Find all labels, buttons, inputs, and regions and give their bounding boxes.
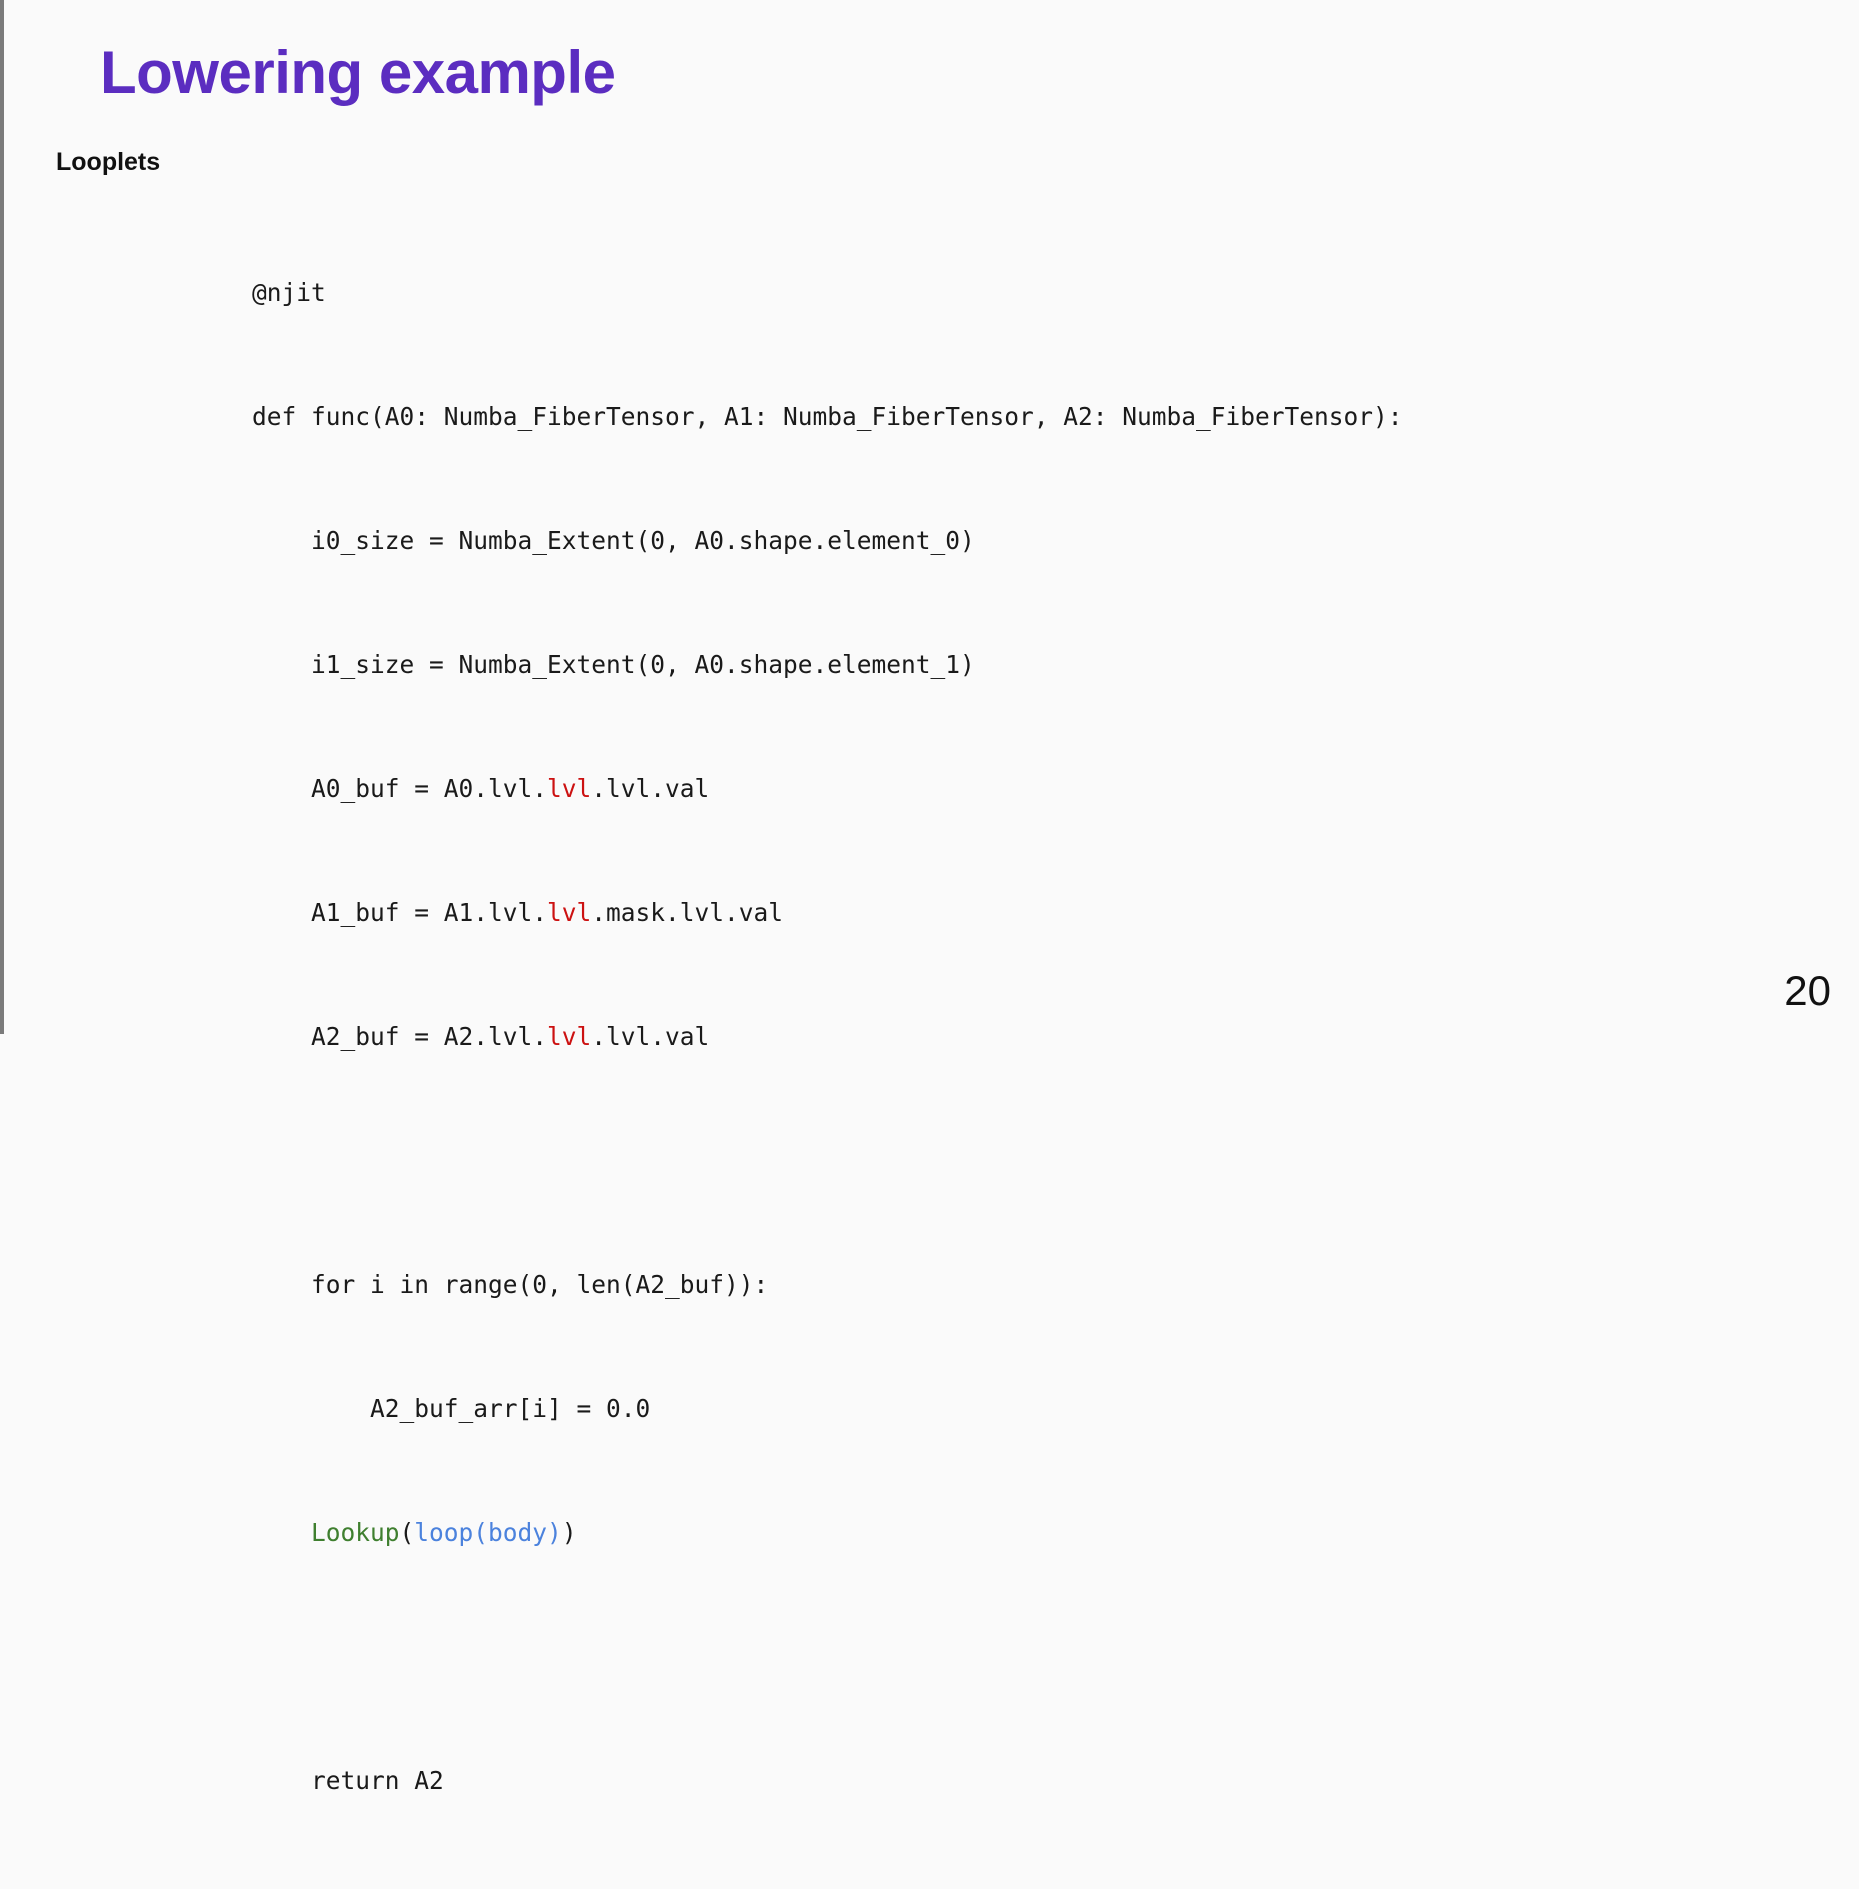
code-text: @njit [252,278,326,307]
code-line-i1-size: i1_size = Numba_Extent(0, A0.shape.eleme… [252,649,1403,680]
code-text: A0_buf = A0.lvl. [252,774,548,803]
code-text: i1_size = Numba_Extent(0, A0.shape.eleme… [252,650,975,679]
code-text: ( [399,1518,415,1547]
code-text: def func(A0: Numba_FiberTensor, A1: Numb… [252,402,1403,431]
code-line-for-loop: for i in range(0, len(A2_buf)): [252,1269,1403,1300]
code-line-i0-size: i0_size = Numba_Extent(0, A0.shape.eleme… [252,525,1403,556]
code-line-a2-buf: A2_buf = A2.lvl.lvl.lvl.val [252,1021,1403,1052]
code-text: .mask.lvl.val [591,898,784,927]
code-highlight-lvl: lvl [547,898,592,927]
code-line-a1-buf: A1_buf = A1.lvl.lvl.mask.lvl.val [252,897,1403,928]
code-highlight-lookup: Lookup [311,1518,400,1547]
code-line-assign-zero: A2_buf_arr[i] = 0.0 [252,1393,1403,1424]
code-line-lookup-loop-body: Lookup(loop(body)) [252,1517,1403,1548]
code-line-func-signature: def func(A0: Numba_FiberTensor, A1: Numb… [252,401,1403,432]
code-text: i0_size = Numba_Extent(0, A0.shape.eleme… [252,526,975,555]
slide-left-edge-bar [0,0,4,1034]
code-text: A2_buf_arr[i] = 0.0 [252,1394,651,1423]
code-text: A1_buf = A1.lvl. [252,898,548,927]
code-line-blank [252,1145,1403,1176]
code-line-blank [252,1641,1403,1672]
code-text: for i in range(0, len(A2_buf)): [252,1270,769,1299]
code-text: .lvl.val [591,774,710,803]
page-title: Lowering example [100,39,616,106]
code-line-return: return A2 [252,1765,1403,1796]
code-block: @njit def func(A0: Numba_FiberTensor, A1… [252,184,1403,1889]
code-highlight-loop-body: loop(body) [414,1518,562,1547]
code-text: A2_buf = A2.lvl. [252,1022,548,1051]
section-label-looplets: Looplets [56,148,161,176]
slide-canvas: Lowering example Looplets @njit def func… [56,39,1831,1795]
code-highlight-lvl: lvl [547,1022,592,1051]
code-text: .lvl.val [591,1022,710,1051]
code-line-njit-decorator: @njit [252,277,1403,308]
code-text: return A2 [252,1766,444,1795]
code-highlight-lvl: lvl [547,774,592,803]
code-line-a0-buf: A0_buf = A0.lvl.lvl.lvl.val [252,773,1403,804]
page-number: 20 [1784,967,1831,1014]
code-text: ) [561,1518,577,1547]
code-indent [252,1518,311,1547]
